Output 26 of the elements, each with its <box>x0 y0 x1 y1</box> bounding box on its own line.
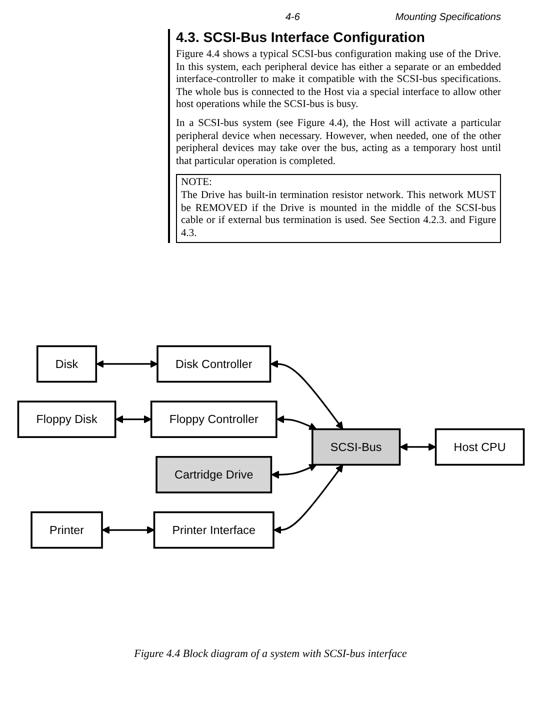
page-number: 4-6 <box>285 12 300 23</box>
body-paragraph: In a SCSI-bus system (see Figure 4.4), the Host will activate a particular peripheral device when necessary. However, when needed, one of the other peripheral devices may take over the bus, acting as a temporary host until that particular operation is completed. <box>176 118 501 168</box>
node-box <box>150 400 277 438</box>
arrow <box>270 360 343 430</box>
arrow <box>114 415 152 424</box>
figure-caption: Figure 4.4 Block diagram of a system with SCSI-bus interface <box>133 648 408 660</box>
block-diagram: Disk Disk Controller Floppy Disk Floppy Controller Cartridge Drive Printer Printer Interface SCSI-Bus Host CPU <box>10 338 530 555</box>
arrow <box>270 464 316 478</box>
node-box <box>434 428 524 466</box>
note-text: The Drive has built-in termination resistor network. This network MUST be REMOVED if the Drive is mounted in the middle of the SCSI-bus cable or if external bus termination is used. See Section 4.2.3. and Figure 4.3. <box>181 190 496 240</box>
node-box <box>156 345 271 382</box>
section-heading: 4.3. SCSI-Bus Interface Configuration <box>176 29 426 45</box>
node-box <box>30 511 102 548</box>
node-box <box>311 428 400 466</box>
arrow <box>273 464 343 534</box>
running-header: Mounting Specifications <box>395 12 501 23</box>
node-box <box>36 345 97 382</box>
arrow <box>399 442 436 451</box>
node-box <box>155 456 272 494</box>
arrow <box>96 360 158 368</box>
arrow <box>102 526 154 534</box>
arrow <box>276 415 316 430</box>
note-heading: NOTE: <box>181 177 213 190</box>
node-box <box>152 511 274 548</box>
node-box <box>16 400 116 438</box>
body-paragraph: Figure 4.4 shows a typical SCSI-bus configuration making use of the Drive. In this system, each peripheral device has either a separate or an embedded interface-controller to make it compatible with the SCSI-bus specifications. The whole bus is connected to the Host via a special interface to allow other host operations while the SCSI-bus is busy. <box>176 49 501 112</box>
